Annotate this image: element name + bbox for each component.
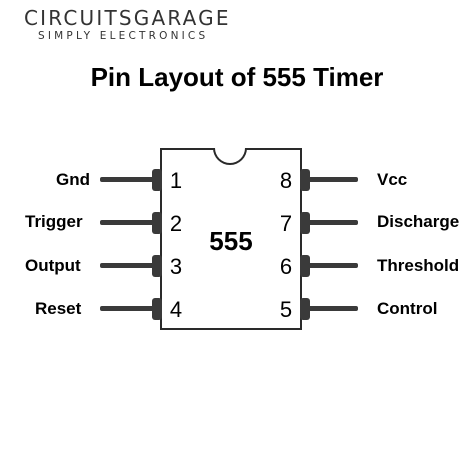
pin-name: Gnd bbox=[56, 170, 90, 189]
pin-lead bbox=[100, 306, 162, 311]
pin-number: 8 bbox=[279, 168, 293, 193]
pin-number: 4 bbox=[169, 297, 183, 322]
pin-stub bbox=[152, 212, 162, 234]
pin-stub bbox=[152, 298, 162, 320]
pin-name: Trigger bbox=[25, 212, 83, 231]
pin-stub bbox=[300, 255, 310, 277]
ic-label: 555 bbox=[209, 226, 253, 256]
pin-stub bbox=[152, 169, 162, 191]
brand-tagline: SIMPLY ELECTRONICS bbox=[38, 30, 209, 42]
pin-name: Threshold bbox=[377, 256, 460, 275]
pin-stub bbox=[152, 255, 162, 277]
ic-body bbox=[160, 148, 302, 330]
pin-lead bbox=[300, 177, 358, 182]
pin-stub bbox=[300, 169, 310, 191]
pin-lead bbox=[100, 177, 162, 182]
pin-number: 7 bbox=[279, 211, 293, 236]
pin-name: Reset bbox=[35, 299, 82, 318]
pin-name: Control bbox=[377, 299, 438, 318]
pin-name: Vcc bbox=[377, 170, 408, 189]
pin-number: 3 bbox=[169, 254, 183, 279]
pin-stub bbox=[300, 212, 310, 234]
pin-lead bbox=[300, 306, 358, 311]
pin-name: Discharge bbox=[377, 212, 460, 231]
pin-lead bbox=[300, 220, 358, 225]
pin-number: 5 bbox=[279, 297, 293, 322]
pin-lead bbox=[100, 263, 162, 268]
pin-name: Output bbox=[25, 256, 81, 275]
diagram-title: Pin Layout of 555 Timer bbox=[90, 62, 384, 92]
pin-number: 6 bbox=[279, 254, 293, 279]
pin-number: 1 bbox=[169, 168, 183, 193]
pin-stub bbox=[300, 298, 310, 320]
pin-lead bbox=[100, 220, 162, 225]
brand-logo-text: CIRCUITSGARAGE bbox=[24, 6, 231, 30]
pin-lead bbox=[300, 263, 358, 268]
pin-number: 2 bbox=[169, 211, 183, 236]
